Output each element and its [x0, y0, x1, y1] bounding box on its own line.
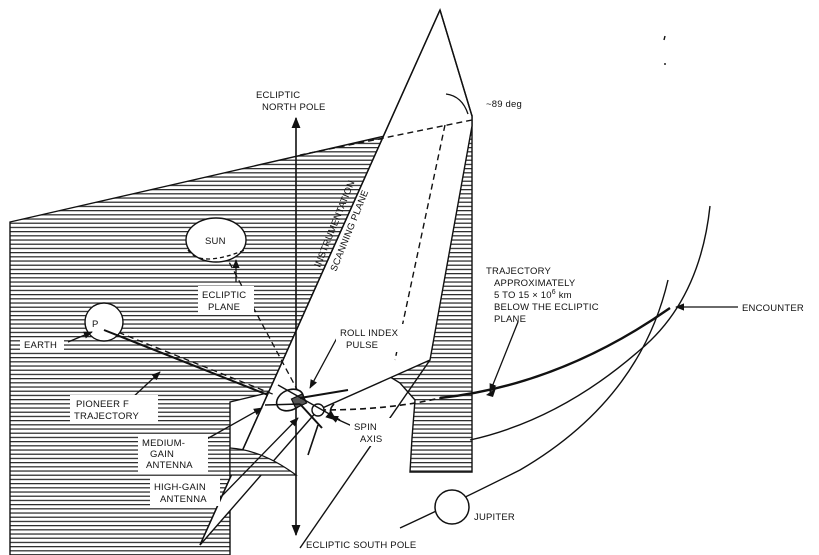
label-trajectory-1: TRAJECTORY — [486, 266, 551, 277]
label-trajectory-4: BELOW THE ECLIPTIC — [494, 302, 599, 313]
earth-icon — [84, 302, 124, 342]
label-ecliptic-north-pole-2: NORTH POLE — [262, 102, 326, 113]
jupiter-orbit-arc-outer — [469, 205, 711, 441]
leader-roll-index — [309, 335, 339, 389]
label-pioneer-2: TRAJECTORY — [74, 411, 139, 422]
dashed-line-scan — [394, 124, 446, 361]
scan-plane-edge-right — [439, 9, 473, 117]
label-earth: EARTH — [24, 340, 57, 351]
label-earth-mark: P — [92, 319, 99, 330]
label-jupiter: JUPITER — [474, 512, 515, 523]
pioneer-spacecraft-icon — [264, 388, 349, 456]
trajectory-below-ecliptic — [439, 307, 671, 400]
label-roll-index-1: ROLL INDEX — [340, 328, 399, 339]
label-trajectory-3-main: 5 TO 15 × 10 — [494, 290, 552, 301]
dashed-line-sun — [219, 244, 301, 396]
label-angle: ~89 deg — [486, 99, 522, 110]
leader-earth — [67, 331, 93, 343]
label-ecliptic-south-pole: ECLIPTIC SOUTH POLE — [306, 540, 416, 551]
label-ecliptic-north-pole-1: ECLIPTIC — [256, 90, 300, 101]
label-spin-2: AXIS — [360, 434, 382, 445]
pioneer-trajectory-path — [103, 329, 269, 396]
label-trajectory-2: APPROXIMATELY — [494, 278, 576, 289]
label-ecliptic-plane-1: ECLIPTIC — [202, 290, 246, 301]
label-high-gain-1: HIGH-GAIN — [154, 482, 206, 493]
label-medium-gain-1: MEDIUM- — [142, 438, 185, 449]
label-spin-1: SPIN — [354, 422, 377, 433]
leader-medium-gain — [204, 407, 263, 441]
label-medium-gain-3: ANTENNA — [146, 460, 193, 471]
label-trajectory-3: 5 TO 15 × 106 km — [494, 289, 572, 301]
label-roll-index-2: PULSE — [346, 340, 378, 351]
jupiter-icon — [434, 489, 470, 525]
leader-pioneer — [131, 371, 161, 399]
scan-plane-lower-edge — [299, 359, 431, 549]
label-encounter: ENCOUNTER — [742, 303, 804, 314]
label-ecliptic-plane-2: PLANE — [208, 302, 240, 313]
leader-trajectory — [489, 321, 519, 393]
leader-high-gain — [217, 417, 299, 501]
dashed-line-earth — [99, 324, 276, 396]
lower-plane-fragment — [229, 447, 298, 476]
leader-spin-axis — [329, 415, 353, 427]
label-high-gain-2: ANTENNA — [160, 494, 207, 505]
label-trajectory-unit: km — [556, 290, 572, 301]
pioneer-trajectory-continuation — [319, 397, 441, 411]
label-trajectory-exp: 6 — [552, 289, 556, 296]
label-sun: SUN — [205, 236, 226, 247]
angle-arc — [445, 93, 469, 115]
sun-icon — [185, 217, 247, 263]
speck-1 — [663, 35, 666, 41]
label-trajectory-5: PLANE — [494, 314, 526, 325]
label-medium-gain-2: GAIN — [150, 449, 174, 460]
label-pioneer-1: PIONEER F — [76, 399, 129, 410]
